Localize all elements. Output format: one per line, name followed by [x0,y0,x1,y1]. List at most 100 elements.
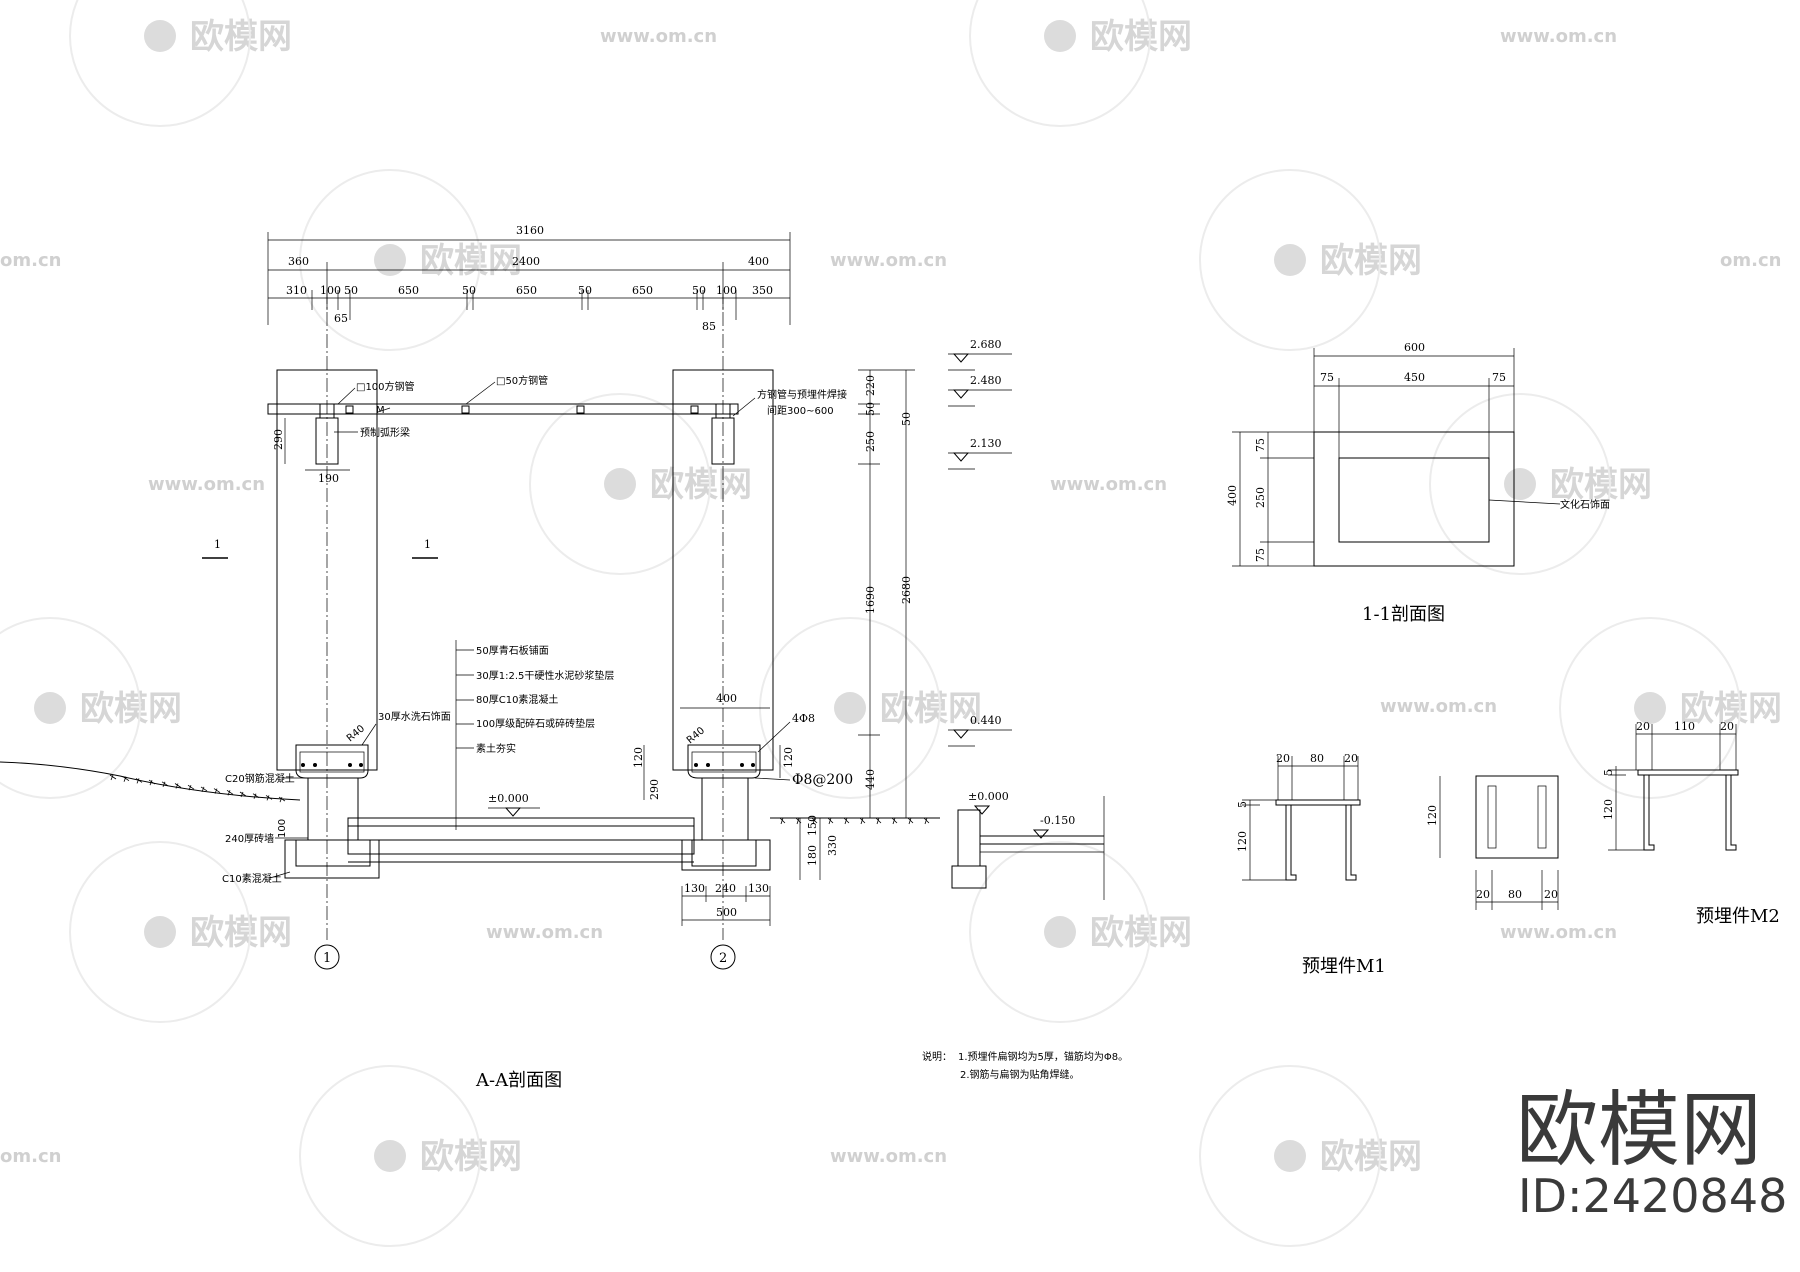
watermark-brand-11: 欧模网 [420,1137,522,1177]
m2-top-b: 110 [1674,720,1695,733]
section-mark-right: 1 [424,538,431,551]
axis-2: 2 [719,951,727,966]
vdim-50b: 50 [900,412,913,426]
level-neg: -0.150 [1040,814,1075,827]
dim-290-col: 290 [648,779,661,800]
watermark-brand-9: 欧模网 [190,913,292,953]
watermark-brand-5: 欧模网 [1550,465,1652,505]
label-beam: 预制弧形梁 [360,426,410,439]
label-r40-left: R40 [345,723,367,744]
s11-dim-h: 400 [1226,485,1239,506]
vdim-440: 440 [864,769,877,790]
elevation-1: 2.480 [948,374,1012,407]
watermark-url-3: www.om.cn [1050,474,1167,495]
dim-row-1: 100 [320,284,341,297]
s11-dim-f: 75 [1254,548,1267,562]
s11-dim-a: 75 [1320,371,1334,384]
section-mark-left: 1 [214,538,221,551]
axis-1: 1 [323,951,331,966]
vdim-1690: 1690 [864,586,877,614]
title-aa: A-A剖面图 [475,1070,562,1091]
watermark-url-7: www.om.cn [830,1146,947,1167]
dim-row-7: 650 [632,284,653,297]
dim-row-3: 650 [398,284,419,297]
dim-row-0: 310 [286,284,307,297]
notes-line-2: 2.钢筋与扁钢为贴角焊缝。 [960,1068,1080,1081]
label-r40-right: R40 [685,725,707,746]
watermark-brand-2: 欧模网 [420,241,522,281]
brand-id: ID:2420848 [1518,1169,1787,1223]
s11-label: 文化石饰面 [1560,498,1610,511]
watermark-url-8: www.om.cn [1500,922,1617,943]
m2-top-a: 20 [1636,720,1650,733]
title-m1: 预埋件M1 [1302,956,1386,977]
watermark-url-short-1: om.cn [0,1146,61,1167]
dim-360: 360 [288,255,309,268]
dim-row-4: 50 [462,284,476,297]
elevation-0: 2.680 [948,338,1012,371]
embed-m1: 20 80 20 5 120 120 20 80 20 预埋件M1 [1236,752,1559,977]
watermark-brand-7: 欧模网 [880,689,982,729]
label-paving-2: 30厚1:2.5干硬性水泥砂浆垫层 [476,669,614,682]
label-cap: 30厚水洗石饰面 [378,710,451,723]
embed-m2: 20 110 20 5 120 预埋件M2 [1602,720,1780,927]
watermark-url-6: www.om.cn [1380,696,1497,717]
m1-h-small: 5 [1236,801,1249,808]
m2-h-small: 5 [1602,769,1615,776]
notes-line-1: 1.预埋件扁钢均为5厚，锚筋均为Φ8。 [958,1050,1128,1063]
m1-top-c: 20 [1344,752,1358,765]
footing-a: 130 [684,882,705,895]
vdim-2680: 2680 [900,576,913,604]
label-rebar: 4Φ8 [792,712,815,725]
s11-dim-w: 600 [1404,341,1425,354]
m1-bot-a: 20 [1476,888,1490,901]
vdim-50: 50 [864,402,877,416]
level-zero-a: ±0.000 [488,792,529,805]
footing-c: 130 [748,882,769,895]
label-paving-4: 100厚级配碎石或碎砖垫层 [476,717,595,730]
watermark-url-2: www.om.cn [148,474,265,495]
dim-2400: 2400 [512,255,540,268]
title-m2: 预埋件M2 [1696,906,1780,927]
label-brick: 240厚砖墙 [225,832,274,845]
m1-bot-c: 20 [1544,888,1558,901]
watermark-brand-0: 欧模网 [190,17,292,57]
depth-150: 150 [806,815,819,836]
m2-h: 120 [1602,799,1615,820]
watermark-url-5: www.om.cn [486,922,603,943]
vdim-250: 250 [864,431,877,452]
svg-text:0.440: 0.440 [970,714,1002,727]
vdim-220: 220 [864,375,877,396]
dim-row-9: 100 [716,284,737,297]
s11-dim-b: 450 [1404,371,1425,384]
watermark-brand-1: 欧模网 [1090,17,1192,57]
m2-top-c: 20 [1720,720,1734,733]
s11-dim-c: 75 [1492,371,1506,384]
watermark-layer: 欧模网欧模网欧模网欧模网欧模网欧模网欧模网欧模网欧模网欧模网欧模网欧模网欧模网w… [0,0,1782,1247]
dim-row-10: 350 [752,284,773,297]
depth-330: 330 [826,835,839,856]
dim-row-5: 650 [516,284,537,297]
notes: 说明： 1.预埋件扁钢均为5厚，锚筋均为Φ8。 2.钢筋与扁钢为贴角焊缝。 [922,1050,1128,1081]
dim-400: 400 [748,255,769,268]
dim-85: 85 [702,320,716,333]
s11-dim-e: 250 [1254,487,1267,508]
brand-name: 欧模网 [1516,1083,1762,1178]
watermark-brand-3: 欧模网 [1320,241,1422,281]
label-paving-3: 80厚C10素混凝土 [476,693,558,706]
dim-row-2: 50 [344,284,358,297]
watermark-url-short-2: om.cn [1720,250,1781,271]
watermark-brand-6: 欧模网 [80,689,182,729]
label-c10: C10素混凝土 [222,872,282,885]
dim-400-col: 400 [716,692,737,705]
watermark-brand-4: 欧模网 [650,465,752,505]
depth-180: 180 [806,845,819,866]
m1-bot-b: 80 [1508,888,1522,901]
dim-100-left: 100 [277,819,288,838]
section-11: 600 75 450 75 400 75 250 75 文化石饰面 1-1剖面图 [1226,341,1610,625]
m1-top-a: 20 [1276,752,1290,765]
svg-text:2.480: 2.480 [970,374,1002,387]
label-weld-1: 方钢管与预埋件焊接 [757,388,847,401]
